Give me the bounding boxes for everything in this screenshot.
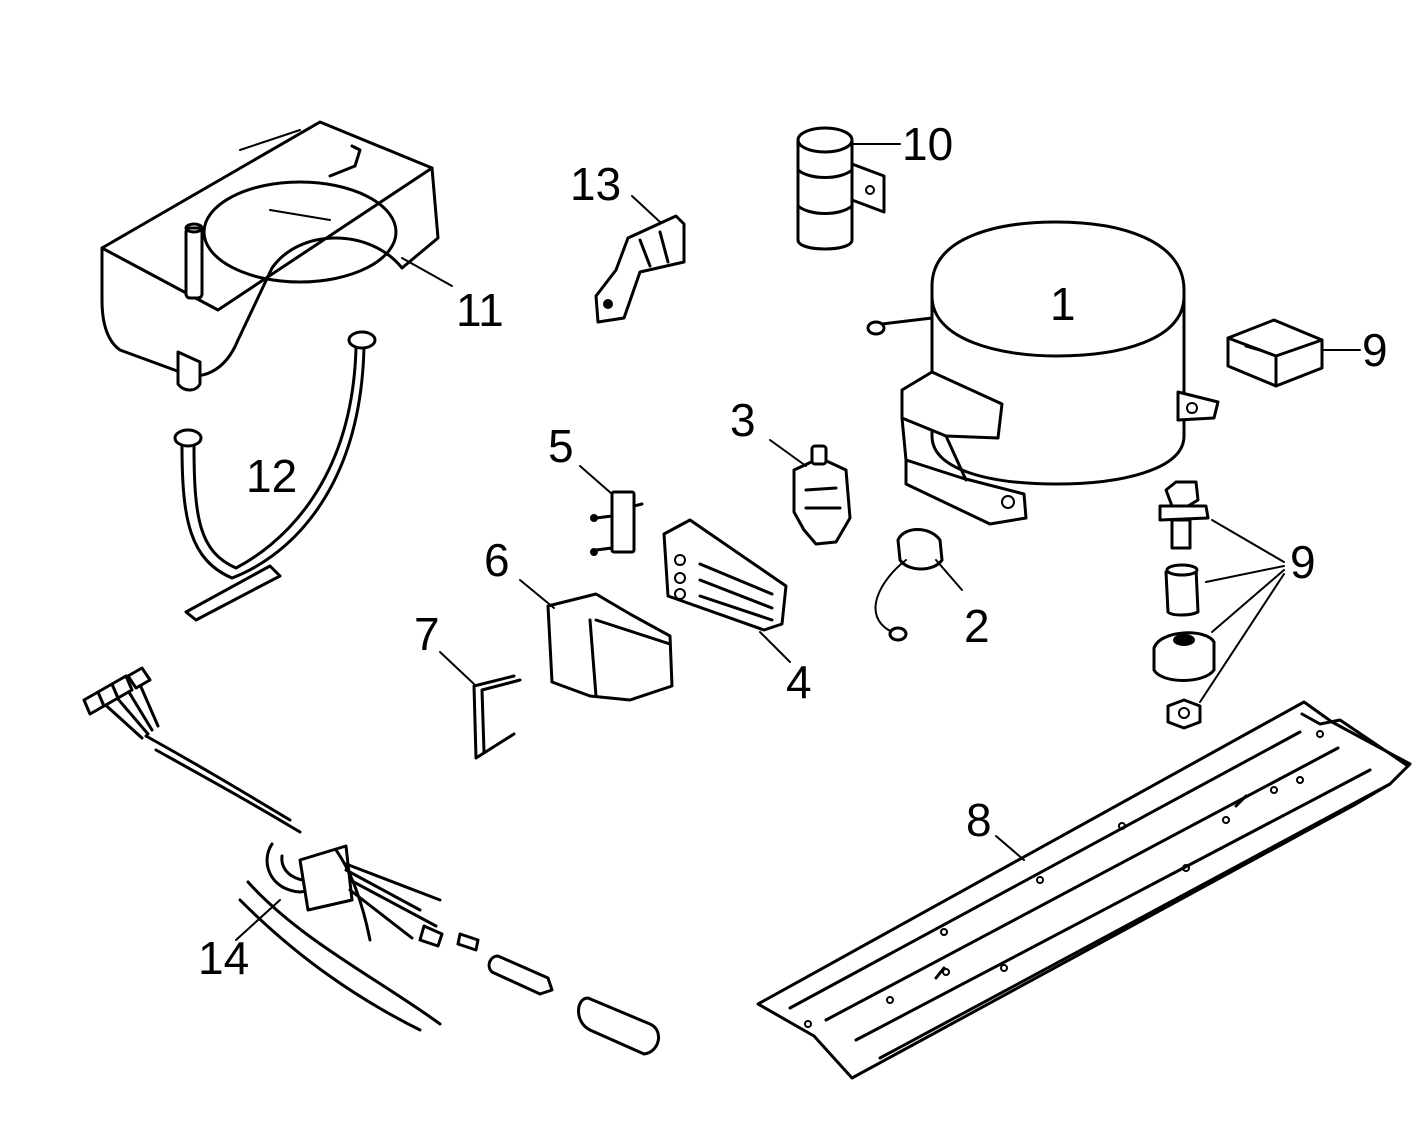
compressor-part xyxy=(866,220,1220,526)
drain-tube-part xyxy=(173,330,377,622)
capacitor-part xyxy=(796,126,886,251)
leader-6 xyxy=(519,579,555,609)
label-6: 6 xyxy=(484,534,510,586)
leader-14 xyxy=(235,899,281,941)
label-2: 2 xyxy=(964,600,990,652)
leaders-9-hardware xyxy=(1199,519,1285,703)
grommet-hardware-part xyxy=(1152,480,1216,730)
label-5: 5 xyxy=(548,420,574,472)
drain-pan-part xyxy=(100,120,440,392)
label-9-top: 9 xyxy=(1362,324,1388,376)
label-13: 13 xyxy=(570,158,621,210)
leader-7 xyxy=(439,651,475,685)
label-14: 14 xyxy=(198,932,249,984)
grommet-part-top xyxy=(1226,318,1324,388)
wire-clip-part xyxy=(472,674,522,760)
label-12: 12 xyxy=(246,450,297,502)
label-4: 4 xyxy=(786,656,812,708)
mounting-rail-part xyxy=(756,700,1412,1080)
label-11: 11 xyxy=(456,284,504,336)
label-1: 1 xyxy=(1050,278,1076,330)
label-3: 3 xyxy=(730,394,756,446)
label-7: 7 xyxy=(414,608,440,660)
overload-part xyxy=(874,528,944,642)
power-cord-part xyxy=(82,666,660,1056)
cover-part xyxy=(546,592,674,702)
label-9: 9 xyxy=(1290,536,1316,588)
relay-part xyxy=(792,444,852,546)
terminal-cover-part xyxy=(662,518,788,632)
leader-8 xyxy=(995,835,1025,861)
clip-part xyxy=(590,490,644,556)
bracket-part xyxy=(594,214,686,324)
leader-5 xyxy=(579,465,613,495)
label-10: 10 xyxy=(902,118,953,170)
leader-4 xyxy=(759,631,791,663)
leader-13 xyxy=(631,195,661,223)
leader-11 xyxy=(401,257,453,287)
label-8: 8 xyxy=(966,794,992,846)
leader-2 xyxy=(935,559,963,591)
leader-3 xyxy=(769,439,807,467)
